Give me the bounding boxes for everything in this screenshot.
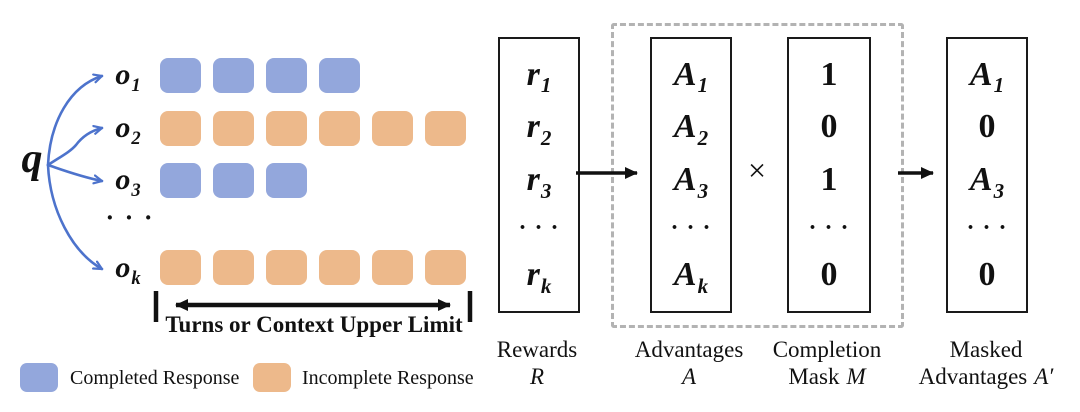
completed-response-square — [213, 163, 254, 198]
incomplete-response-square — [213, 250, 254, 285]
incomplete-response-square — [160, 111, 201, 146]
vector-entry: A1 — [673, 55, 709, 98]
vector-entry: · · · — [966, 214, 1008, 241]
rollout-label-ok: ok — [102, 250, 154, 289]
vector-entry: r1 — [526, 55, 552, 98]
incomplete-response-square — [425, 250, 466, 285]
rollout-label-base: o — [115, 251, 131, 284]
incomplete-response-square — [266, 111, 307, 146]
rollout-label-base: o — [115, 58, 131, 91]
rewards-vector: r1 r2 r3 · · · rk — [498, 37, 580, 313]
caption-symbol: A — [681, 364, 697, 389]
incomplete-response-square — [372, 111, 413, 146]
rollout-label-sub: 2 — [131, 128, 141, 149]
vector-entry: 0 — [820, 256, 838, 294]
caption-symbol: M — [846, 364, 866, 389]
caption-symbol: A′ — [1034, 364, 1054, 389]
vector-entry: A3 — [673, 160, 709, 203]
incomplete-response-square — [160, 250, 201, 285]
rollout-row-o2-squares — [160, 111, 466, 146]
arrow-q-to-o1 — [46, 76, 104, 167]
incomplete-response-square — [319, 111, 360, 146]
rollout-label-sub: 3 — [131, 180, 141, 201]
arrow-rewards-to-advantages — [576, 167, 638, 179]
caption-word: Completion — [772, 337, 882, 362]
arrow-q-to-o3 — [46, 163, 104, 181]
legend-completed-label: Completed Response — [70, 367, 240, 389]
fan-arrows — [46, 58, 104, 271]
caption-rewards: Rewards R — [457, 336, 617, 390]
arrow-q-to-o2 — [46, 128, 104, 167]
vector-entry: Ak — [673, 256, 709, 299]
turns-axis-label: Turns or Context Upper Limit — [165, 312, 463, 337]
vector-entry: 0 — [978, 256, 996, 294]
caption-prefix: Advantages — [918, 364, 1028, 389]
completed-response-square — [266, 58, 307, 93]
vector-entry: A2 — [673, 108, 709, 151]
arrow-to-masked-advantages — [898, 167, 934, 179]
caption-word: Masked — [949, 337, 1023, 362]
rollout-label-sub: k — [131, 268, 141, 289]
vector-entry: r3 — [526, 160, 552, 203]
vector-entry: A3 — [969, 160, 1005, 203]
arrow-q-to-ok — [46, 163, 104, 271]
vector-entry: A1 — [969, 55, 1005, 98]
completion-mask-vector: 1 0 1 · · · 0 — [787, 37, 871, 313]
vector-entry: rk — [526, 256, 552, 299]
completed-response-square — [213, 58, 254, 93]
vector-entry: 1 — [820, 55, 838, 93]
vector-entry: · · · — [518, 214, 560, 241]
rollout-row-o3-squares — [160, 163, 307, 198]
vector-entry: 1 — [820, 160, 838, 198]
completed-response-square — [319, 58, 360, 93]
legend-incomplete-label: Incomplete Response — [302, 367, 474, 389]
completed-response-square — [160, 58, 201, 93]
caption-symbol: R — [529, 364, 545, 389]
incomplete-response-square — [319, 250, 360, 285]
query-label: q — [21, 136, 43, 182]
vector-entry: 0 — [978, 108, 996, 146]
rollout-label-base: o — [115, 111, 131, 144]
caption-advantages: Advantages A — [609, 336, 769, 390]
caption-prefix: Mask — [788, 364, 840, 389]
completed-response-square — [266, 163, 307, 198]
vector-entry: 0 — [820, 108, 838, 146]
rollout-row-o1-squares — [160, 58, 360, 93]
rollout-label-sub: 1 — [131, 75, 141, 96]
incomplete-response-square — [372, 250, 413, 285]
multiply-operator: × — [747, 152, 767, 188]
legend-completed-swatch — [20, 363, 58, 392]
turns-axis — [153, 291, 473, 322]
rollout-ellipsis: · · · — [105, 203, 155, 232]
rollout-label-o3: o3 — [102, 162, 154, 201]
incomplete-response-square — [213, 111, 254, 146]
rollout-label-o1: o1 — [102, 57, 154, 96]
vector-entry: r2 — [526, 108, 552, 151]
rollout-label-base: o — [115, 163, 131, 196]
rollout-row-ok-squares — [160, 250, 466, 285]
completed-response-square — [160, 163, 201, 198]
incomplete-response-square — [266, 250, 307, 285]
rollout-label-o2: o2 — [102, 110, 154, 149]
incomplete-response-square — [425, 111, 466, 146]
caption-word: Rewards — [496, 337, 578, 362]
vector-entry: · · · — [670, 214, 712, 241]
legend-incomplete-swatch — [253, 363, 291, 392]
caption-word: Advantages — [634, 337, 744, 362]
grouping-dashed-box — [611, 23, 904, 328]
vector-entry: · · · — [808, 214, 850, 241]
